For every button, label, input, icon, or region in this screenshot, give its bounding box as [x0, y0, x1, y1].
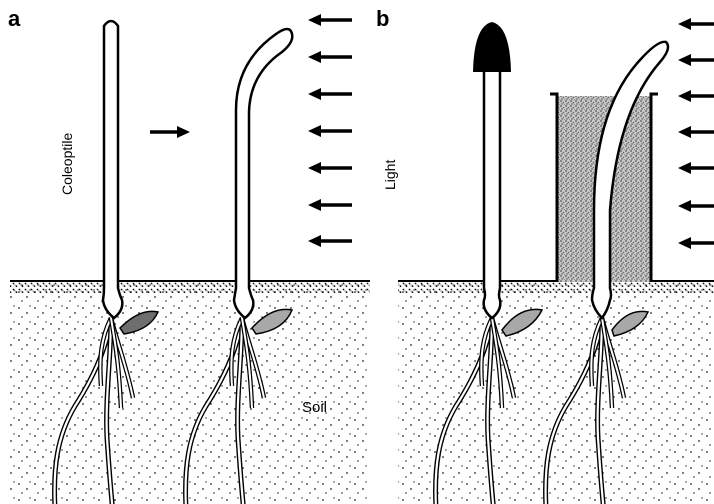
light-arrow-icon	[678, 18, 714, 30]
soil-surface-b	[398, 280, 714, 294]
light-arrow-icon	[308, 14, 352, 26]
light-arrow-icon	[678, 54, 714, 66]
light-arrows-a	[308, 14, 352, 247]
soil-label: Soil	[302, 399, 327, 416]
light-arrow-icon	[678, 200, 714, 212]
soil-surface-a	[10, 280, 370, 294]
coleoptile-label: Coleoptile	[59, 133, 75, 195]
light-arrow-icon	[308, 51, 352, 63]
panel-a: Coleoptile Soil	[10, 14, 370, 504]
light-arrow-icon	[308, 125, 352, 137]
tip-cap-icon	[473, 22, 511, 72]
light-arrow-icon	[678, 126, 714, 138]
time-arrow-icon	[150, 126, 190, 138]
light-arrow-icon	[678, 237, 714, 249]
light-arrow-icon	[678, 162, 714, 174]
soil-region-b	[398, 282, 714, 504]
light-arrows-b	[678, 18, 714, 249]
soil-region-a	[10, 282, 370, 504]
light-arrow-icon	[678, 90, 714, 102]
light-arrow-icon	[308, 199, 352, 211]
panel-letter-b: b	[376, 6, 389, 31]
panel-letter-a: a	[8, 6, 21, 31]
light-arrow-icon	[308, 162, 352, 174]
light-arrow-icon	[308, 88, 352, 100]
panel-b: Light	[382, 18, 714, 504]
light-arrow-icon	[308, 235, 352, 247]
light-label: Light	[382, 160, 398, 190]
